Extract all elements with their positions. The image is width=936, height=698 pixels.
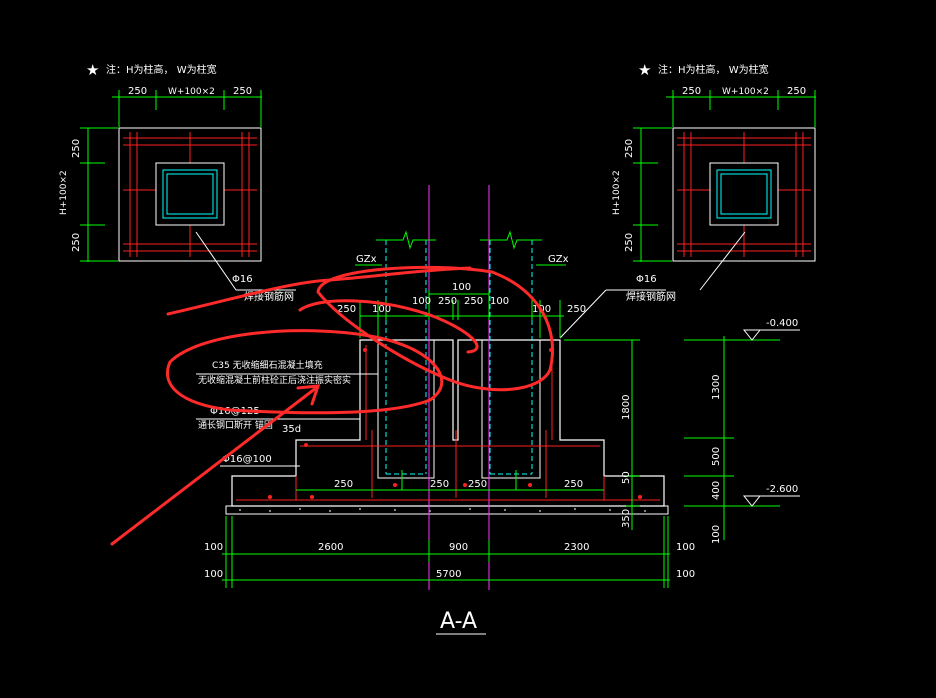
right-cup-pocket <box>481 340 541 479</box>
markup-ellipse-upper-inner <box>298 299 479 354</box>
left-column-break <box>376 230 436 250</box>
dim-right-100a: 100 <box>676 542 695 553</box>
foundation-outline <box>231 339 665 507</box>
left-note-title: 注：H为柱高， W为柱宽 <box>106 63 217 76</box>
cushion-layer <box>225 505 669 515</box>
fill-note-line2: 无收缩混凝土前柱砼正后浇注振实密实 <box>198 374 351 386</box>
dim-right-1300: 1300 <box>711 375 722 400</box>
right-note-title: 注：H为柱高， W为柱宽 <box>658 63 769 76</box>
mesh-label-left: 焊接钢筋网 <box>244 290 294 303</box>
rebar-label-left: Φ16 <box>232 274 253 285</box>
left-dim-top-a: 250 <box>128 86 147 97</box>
section-rebar <box>236 345 660 501</box>
section-title: A-A <box>440 609 477 634</box>
right-plan-outline <box>672 127 816 262</box>
dim-right-400: 400 <box>711 481 722 500</box>
right-note-star: ★ <box>638 61 651 79</box>
bottom-rebar-label: Φ16@100 <box>222 454 272 465</box>
dim-mid-250b: 250 <box>464 296 483 307</box>
overall-dimensions <box>222 516 670 588</box>
dim-span-left: 2600 <box>318 542 343 553</box>
section-a-a: GZx GZx Φ16 焊接钢筋网 Φ16 焊接钢筋网 100 <box>196 185 800 635</box>
dim-height-50: 50 <box>621 471 632 484</box>
right-top-dimension <box>666 90 816 127</box>
right-dim-top-b: 250 <box>787 86 806 97</box>
left-plan-detail: ★ 注：H为柱高， W为柱宽 250 W+100×2 250 250 H+100… <box>59 61 262 291</box>
dim-left-250: 250 <box>337 304 356 315</box>
right-dim-top-mid: W+100×2 <box>722 87 769 97</box>
cushion-hatch <box>239 508 646 512</box>
dim-span-right: 2300 <box>564 542 589 553</box>
right-dim-side-a: 250 <box>624 139 635 158</box>
left-plan-column-bar-inner <box>166 173 214 215</box>
right-dim-top-a: 250 <box>682 86 701 97</box>
dim-base-250-mid2: 250 <box>468 479 487 490</box>
dim-right-250: 250 <box>567 304 586 315</box>
dim-total: 5700 <box>436 569 461 580</box>
elevation-top: -0.400 <box>766 318 798 329</box>
right-dim-side-b: 250 <box>624 233 635 252</box>
columns <box>385 240 533 475</box>
left-dim-side-mid: H+100×2 <box>59 170 69 215</box>
dim-left-100a: 100 <box>204 542 223 553</box>
right-dim-side-mid: H+100×2 <box>612 170 622 215</box>
dim-left-100: 100 <box>372 304 391 315</box>
gz-label-right: GZx <box>548 254 569 265</box>
markup-arrow-shaft <box>110 386 318 546</box>
dim-mid-100a: 100 <box>412 296 431 307</box>
right-plan-column-pocket <box>709 162 779 226</box>
left-plan-column-pocket <box>155 162 225 226</box>
dim-height-1800: 1800 <box>621 395 632 420</box>
left-dim-top-b: 250 <box>233 86 252 97</box>
left-plan-leader <box>195 231 237 291</box>
elevation-bottom: -2.600 <box>766 484 798 495</box>
right-plan-leader <box>699 231 746 291</box>
pedestal-height-dimension <box>564 339 640 530</box>
dim-left-100b: 100 <box>204 569 223 580</box>
dim-base-250-right: 250 <box>564 479 583 490</box>
elevation-chain <box>684 336 780 540</box>
dim-height-350: 350 <box>621 509 632 528</box>
dim-mid-100b: 100 <box>490 296 509 307</box>
right-callout-leader <box>559 289 607 339</box>
dim-right-100: 100 <box>711 525 722 544</box>
elevation-marker-top <box>742 329 762 341</box>
left-dim-top-mid: W+100×2 <box>168 87 215 97</box>
fill-note-line1: C35 无收缩细石混凝土填充 <box>212 359 323 371</box>
left-plan-column-bar-outer <box>162 169 218 219</box>
anchor-label: 35d <box>282 424 301 435</box>
left-note-star: ★ <box>86 61 99 79</box>
dim-base-250-left: 250 <box>334 479 353 490</box>
mesh-label-right: 焊接钢筋网 <box>626 290 676 303</box>
base-dimension <box>296 470 604 491</box>
dim-top-100: 100 <box>452 282 471 293</box>
rebar-dots <box>268 348 642 499</box>
markup-annotations <box>110 265 555 546</box>
left-dim-side-a: 250 <box>71 139 82 158</box>
elevation-marker-bottom <box>742 495 762 507</box>
right-side-dimension <box>633 127 672 262</box>
right-column-break <box>480 230 542 250</box>
markup-arrow-head <box>296 384 321 406</box>
right-plan-detail: ★ 注：H为柱高， W为柱宽 250 W+100×2 250 250 H+100… <box>612 61 816 291</box>
gz-label-left: GZx <box>356 254 377 265</box>
dim-right-100b: 100 <box>676 569 695 580</box>
dim-base-250-mid: 250 <box>430 479 449 490</box>
right-plan-column-bar-outer <box>716 169 772 219</box>
left-plan-mesh <box>123 132 257 257</box>
dim-span-mid: 900 <box>449 542 468 553</box>
left-side-dimension <box>80 127 118 262</box>
right-plan-column-bar-inner <box>720 173 768 215</box>
left-plan-outline <box>118 127 262 262</box>
rebar-label-right: Φ16 <box>636 274 657 285</box>
stirrup-note: 通长钢口斯开 锚固 <box>198 419 273 431</box>
markup-ellipse-upper <box>316 265 555 392</box>
dim-right-500: 500 <box>711 447 722 466</box>
markup-ellipse-lower <box>166 329 444 415</box>
dim-mid-250: 250 <box>438 296 457 307</box>
left-dim-side-b: 250 <box>71 233 82 252</box>
left-top-dimension <box>112 90 262 127</box>
